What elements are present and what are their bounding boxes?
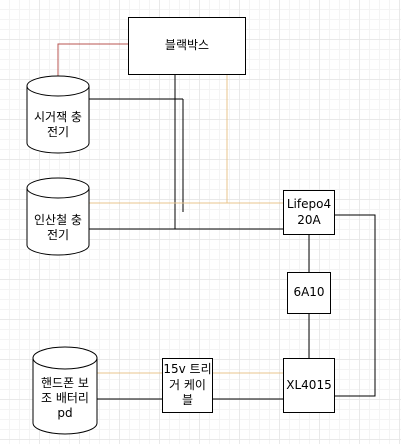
cigar-charger-cylinder[interactable] [26,75,90,155]
xl4015-node[interactable]: XL4015 [283,358,335,413]
fuse-label: 6A10 [293,285,325,300]
line-lifepo4-xl4015-loop [335,214,376,397]
blackbox-node[interactable]: 블랙박스 [128,17,246,75]
line-blackbox-lifepo4-orange [226,75,283,204]
cigar-charger-label: 시거잭 충 전기 [34,110,82,139]
blackbox-label: 블랙박스 [164,38,210,53]
lifepo4-label: Lifepo4 20A [286,196,332,227]
line-blackbox-cigar-red [57,43,128,88]
trigger-cable-label: 15v 트리 거 케이 블 [163,362,212,408]
inverter-charger-label: 인산철 충 전기 [34,213,82,242]
fuse-node[interactable]: 6A10 [287,272,331,314]
trigger-cable-node[interactable]: 15v 트리 거 케이 블 [162,358,213,413]
xl4015-label: XL4015 [286,377,332,392]
phone-battery-cylinder[interactable] [32,346,98,436]
lifepo4-node[interactable]: Lifepo4 20A [283,190,335,235]
phone-battery-label: 핸드폰 보 조 배터리 pd [41,375,89,420]
inverter-charger-cylinder[interactable] [26,177,90,257]
